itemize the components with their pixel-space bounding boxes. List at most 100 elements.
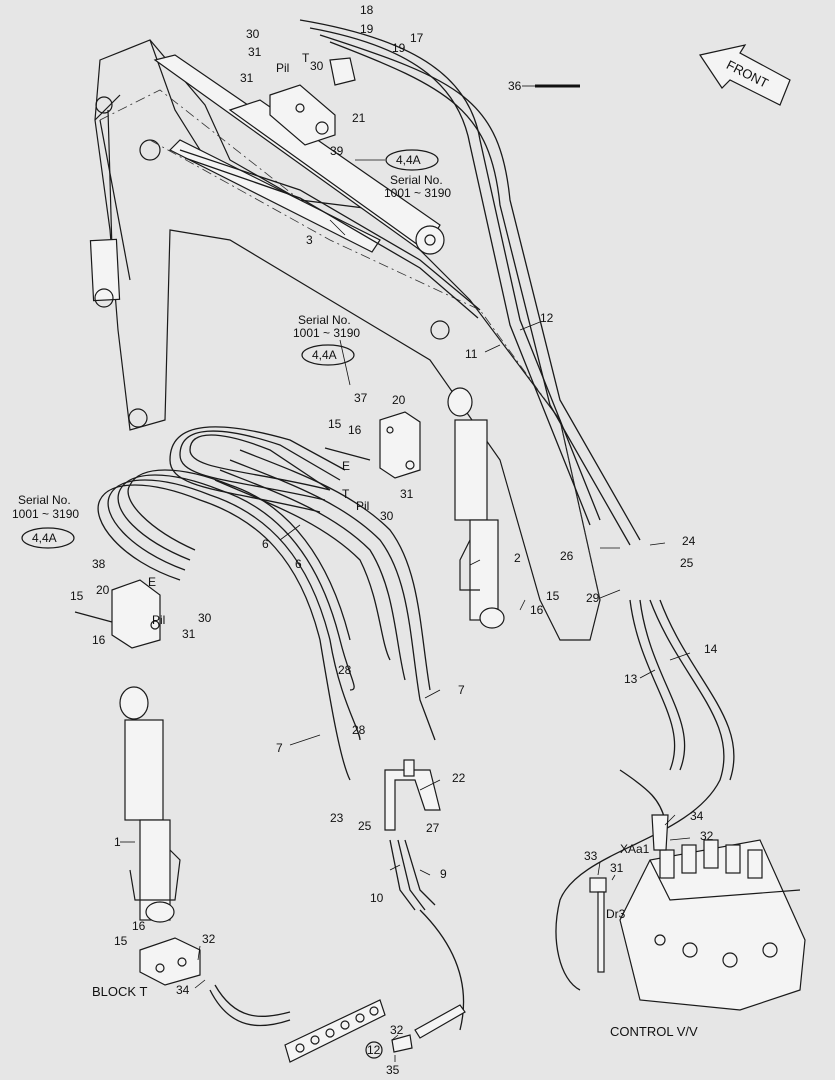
ref-ellipse-2 — [301, 344, 355, 366]
label-36: 36 — [508, 79, 522, 93]
label-32a: 32 — [202, 932, 216, 946]
bracket-22 — [384, 759, 441, 831]
label-31a: 31 — [248, 45, 262, 59]
label-19a: 19 — [360, 22, 374, 36]
label-15d: 15 — [114, 934, 128, 948]
label-18: 18 — [360, 3, 374, 17]
label-e-a: E — [342, 459, 350, 473]
label-block-t: BLOCK T — [92, 984, 147, 999]
hoses-9-10 — [389, 839, 465, 1031]
ref-2: 4,4A — [312, 348, 337, 362]
cylinder-2 — [447, 387, 505, 629]
label-10: 10 — [370, 891, 384, 905]
label-6a: 6 — [262, 537, 269, 551]
control-valve — [589, 814, 806, 1011]
serial-1-line2: 1001 ~ 3190 — [384, 186, 451, 200]
ref-3: 4,4A — [32, 531, 57, 545]
valve-block-38 — [74, 579, 161, 649]
label-26: 26 — [560, 549, 574, 563]
label-2: 2 — [514, 551, 521, 565]
boom-frame — [89, 39, 601, 641]
label-15c: 15 — [546, 589, 560, 603]
label-16d: 16 — [132, 919, 146, 933]
label-30b: 30 — [310, 59, 324, 73]
label-13: 13 — [624, 672, 638, 686]
label-37: 37 — [354, 391, 368, 405]
label-xaa1: XAa1 — [620, 842, 650, 856]
label-7b: 7 — [276, 741, 283, 755]
dashed-guide-2 — [99, 89, 301, 201]
label-14: 14 — [704, 642, 718, 656]
serial-2-line2: 1001 ~ 3190 — [293, 326, 360, 340]
hoses-11-12 — [179, 19, 641, 546]
circle-12 — [365, 1041, 383, 1059]
label-30a: 30 — [246, 27, 260, 41]
cylinder-1 — [119, 686, 181, 923]
label-35: 35 — [386, 1063, 400, 1077]
label-31b: 31 — [240, 71, 254, 85]
dashed-guide — [149, 139, 601, 601]
label-t-b: T — [342, 487, 350, 501]
label-39: 39 — [330, 144, 344, 158]
label-27: 27 — [426, 821, 440, 835]
label-31c: 31 — [400, 487, 414, 501]
label-30c: 30 — [380, 509, 394, 523]
label-6b: 6 — [295, 557, 302, 571]
label-33: 33 — [584, 849, 598, 863]
serial-3-line1: Serial No. — [18, 493, 71, 507]
label-9: 9 — [440, 867, 447, 881]
label-25a: 25 — [680, 556, 694, 570]
label-32b: 32 — [390, 1023, 404, 1037]
ref-ellipse-3 — [21, 527, 75, 549]
label-12: 12 — [540, 311, 554, 325]
label-30d: 30 — [198, 611, 212, 625]
label-25b: 25 — [358, 819, 372, 833]
label-11: 11 — [465, 347, 478, 361]
label-32c: 32 — [700, 829, 714, 843]
label-17: 17 — [410, 31, 424, 45]
front-arrow — [699, 44, 791, 106]
serial-2-line1: Serial No. — [298, 313, 351, 327]
label-16a: 16 — [348, 423, 362, 437]
label-16c: 16 — [530, 603, 544, 617]
label-20a: 20 — [392, 393, 406, 407]
bottom-manifold — [284, 999, 466, 1063]
leader-lines — [120, 85, 691, 1062]
label-34a: 34 — [176, 983, 190, 997]
serial-1-line1: Serial No. — [390, 173, 443, 187]
valve-block-37 — [324, 411, 421, 479]
label-pil-a: Pil — [276, 61, 289, 75]
label-16b: 16 — [92, 633, 106, 647]
label-15a: 15 — [328, 417, 342, 431]
arm-cylinder — [153, 54, 445, 255]
label-t-a: T — [302, 51, 310, 65]
serial-3-line2: 1001 ~ 3190 — [12, 507, 79, 521]
label-22: 22 — [452, 771, 466, 785]
label-3: 3 — [306, 233, 313, 247]
label-1: 1 — [114, 835, 121, 849]
ref-ellipse-1 — [385, 149, 439, 171]
label-dr3: Dr3 — [606, 907, 626, 921]
label-23: 23 — [330, 811, 344, 825]
label-7a: 7 — [458, 683, 465, 697]
hoses-6 — [97, 426, 436, 781]
label-38: 38 — [92, 557, 106, 571]
label-20b: 20 — [96, 583, 110, 597]
part-labels: 18 17 19 19 30 31 Pil T 30 31 21 39 4,4A… — [12, 3, 771, 1077]
label-28b: 28 — [352, 723, 366, 737]
label-31d: 31 — [182, 627, 196, 641]
label-19b: 19 — [392, 41, 406, 55]
label-34b: 34 — [690, 809, 704, 823]
top-valve-block — [269, 57, 356, 146]
label-e-b: E — [148, 575, 156, 589]
label-31e: 31 — [610, 861, 624, 875]
label-pil-c: Pil — [152, 613, 165, 627]
ref-1: 4,4A — [396, 153, 421, 167]
label-12b: 12 — [367, 1043, 381, 1057]
block-t — [139, 937, 291, 1027]
label-15b: 15 — [70, 589, 84, 603]
label-pil-b: Pil — [356, 499, 369, 513]
label-24: 24 — [682, 534, 696, 548]
